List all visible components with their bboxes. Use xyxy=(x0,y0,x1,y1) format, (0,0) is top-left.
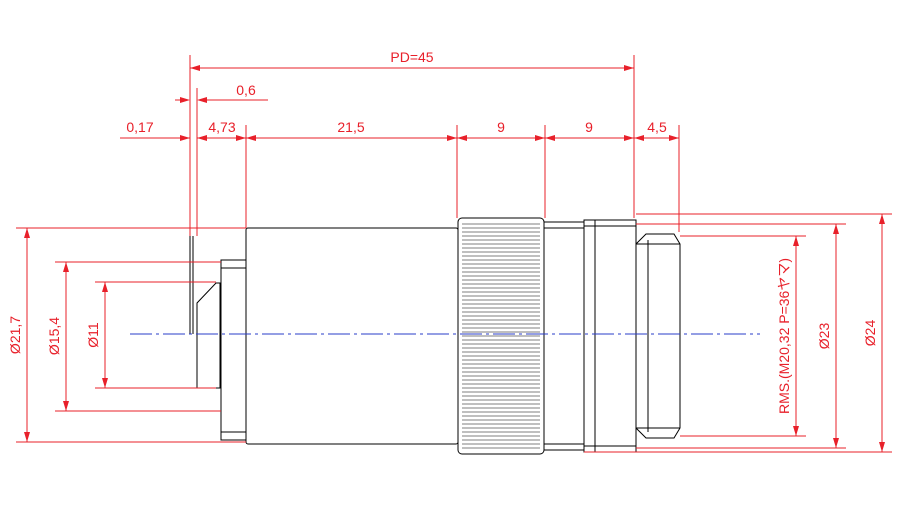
arrowheads xyxy=(24,65,885,452)
label-9a: 9 xyxy=(497,119,505,135)
label-21-5: 21,5 xyxy=(337,119,364,135)
dimension-lines xyxy=(16,55,892,453)
front-lens xyxy=(196,282,221,389)
main-barrel xyxy=(245,227,459,445)
thread-section xyxy=(635,233,681,439)
label-dia-15-4: Ø15,4 xyxy=(46,317,62,355)
label-0-17: 0,17 xyxy=(126,119,153,135)
label-dia-24: Ø24 xyxy=(862,320,878,347)
label-4-5: 4,5 xyxy=(647,119,667,135)
label-dia-21-7: Ø21,7 xyxy=(7,316,23,354)
collar xyxy=(543,221,585,451)
knurl-pattern xyxy=(462,223,540,449)
label-dia-23: Ø23 xyxy=(816,323,832,350)
label-4-73: 4,73 xyxy=(208,119,235,135)
dimension-labels: PD=45 0,6 0,17 4,73 21,5 9 9 4,5 Ø21,7 Ø… xyxy=(7,49,878,414)
lens-body xyxy=(189,217,681,455)
label-dia-11: Ø11 xyxy=(85,322,101,348)
label-pd: PD=45 xyxy=(390,49,433,65)
label-thread: RMS.(M20,32 P=36ヤマ) xyxy=(776,258,792,414)
label-0-6: 0,6 xyxy=(236,82,256,98)
label-9b: 9 xyxy=(585,119,593,135)
shoulder xyxy=(583,219,637,453)
